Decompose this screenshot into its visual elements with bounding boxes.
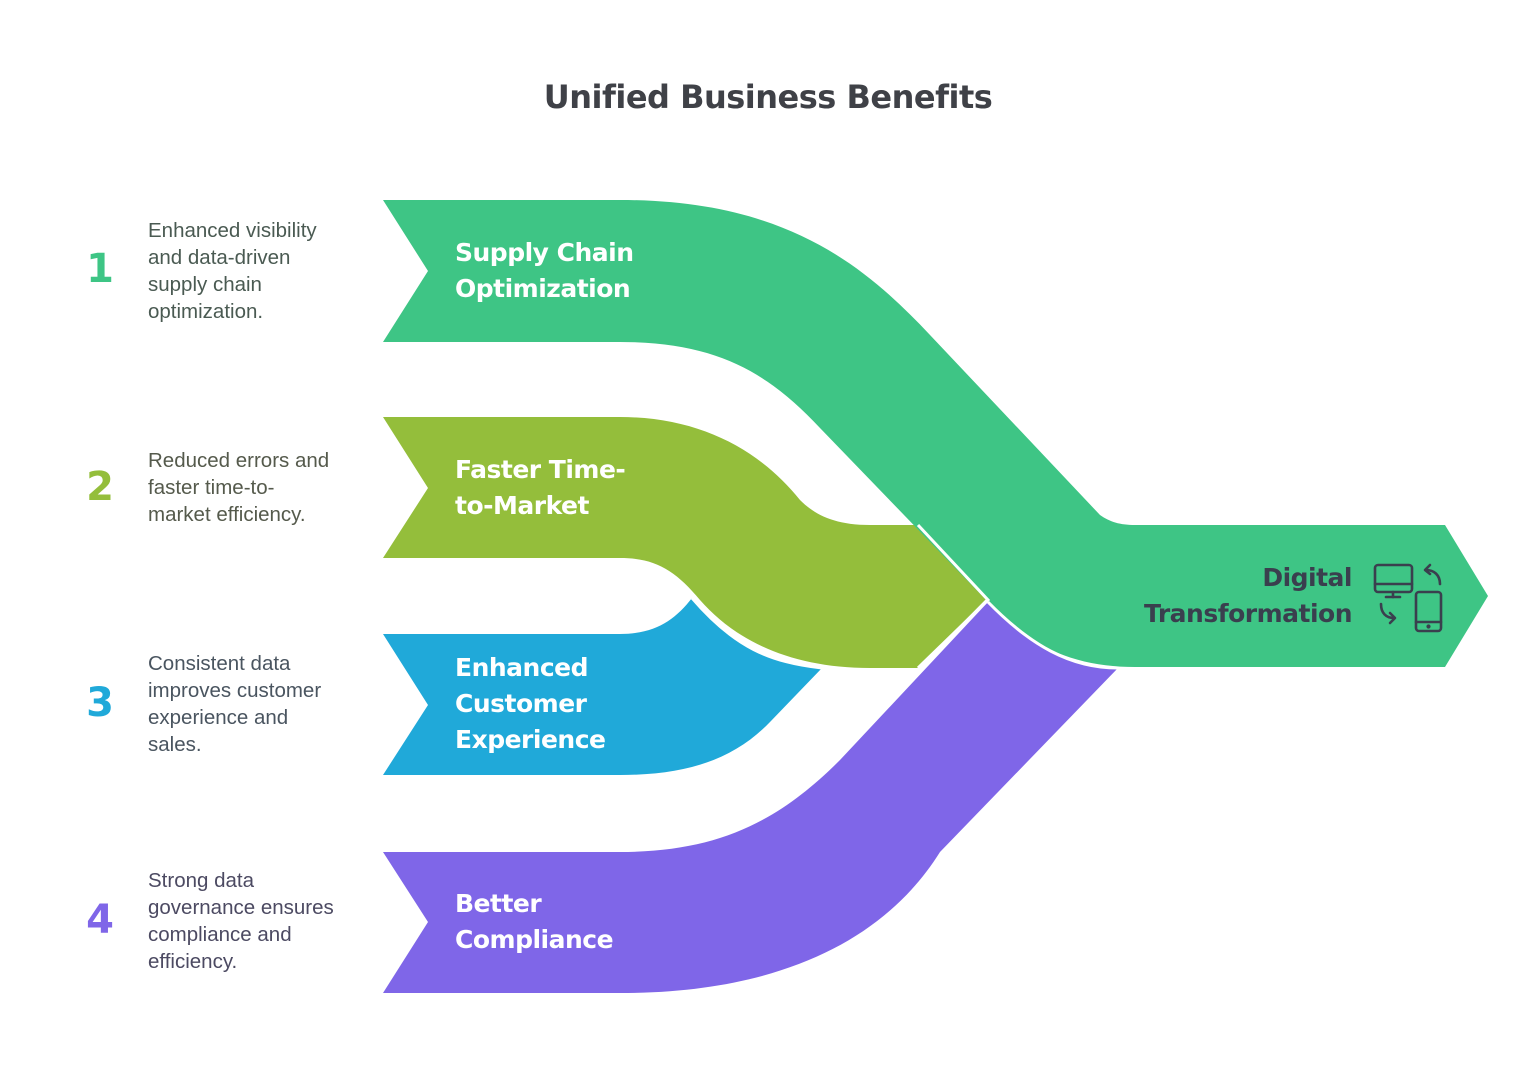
- separator-line: [986, 600, 1119, 670]
- step-number-1: 1: [86, 246, 114, 292]
- separator-line: [690, 597, 823, 670]
- diagram-title: Unified Business Benefits: [543, 78, 993, 116]
- band-supply-chain-optimization: [383, 200, 1488, 667]
- separator-line: [916, 523, 991, 670]
- step-number-3: 3: [86, 680, 114, 726]
- device-sync-icon: [1373, 563, 1443, 633]
- band-label-faster-time-to-market: Faster Time-to-Market: [455, 455, 626, 520]
- step-number-4: 4: [86, 897, 114, 943]
- band-faster-time-to-market: [383, 417, 988, 668]
- band-enhanced-customer-experience: [383, 598, 822, 775]
- band-better-compliance: [383, 602, 1118, 993]
- step-number-2: 2: [86, 464, 114, 510]
